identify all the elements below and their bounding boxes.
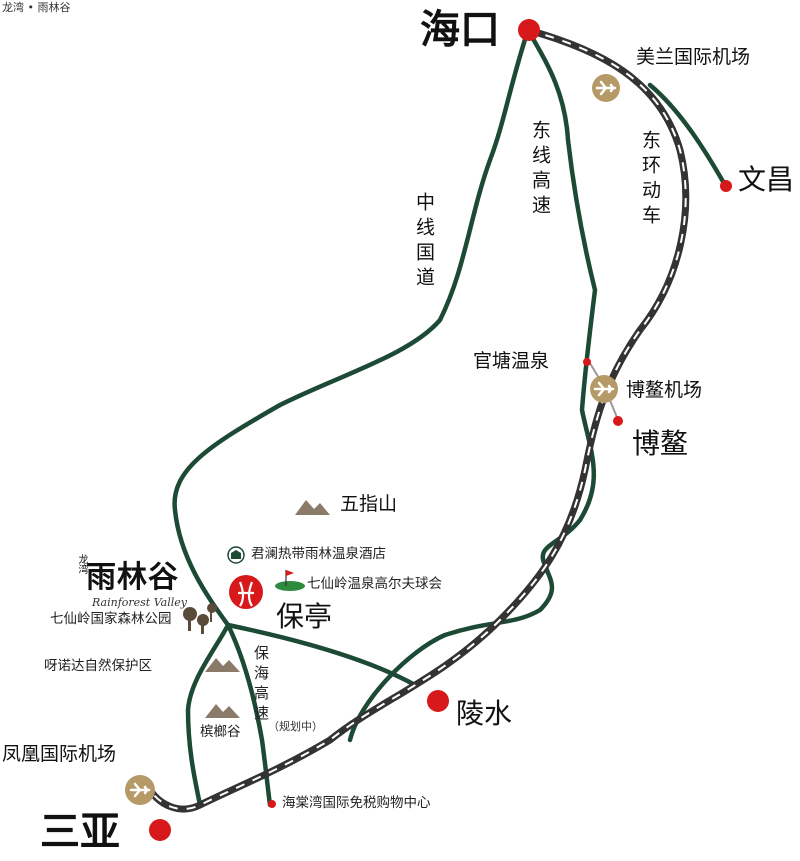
city-wenchang: 文昌 (738, 163, 795, 196)
sanya-dot (149, 819, 171, 841)
forest-park-label: 七仙岭国家森林公园 (50, 611, 172, 627)
yanuoda-label: 呀诺达自然保护区 (44, 658, 152, 674)
airport-phoenix-label: 凤凰国际机场 (2, 743, 117, 765)
logo-main: 雨林谷 (86, 560, 179, 595)
baohai-expressway-line (225, 622, 273, 808)
hotel-icon (227, 546, 245, 564)
city-boao: 博鳌 (632, 427, 689, 460)
binlanggu-label: 槟榔谷 (200, 724, 241, 740)
junlan-hotel-label: 君澜热带雨林温泉酒店 (251, 546, 386, 562)
rainforest-valley-logo: 龙湾 雨林谷 Rainforest Valley (76, 552, 187, 609)
airport-meilan-label: 美兰国际机场 (636, 46, 751, 68)
east-rail-line-dash (149, 29, 687, 810)
city-haikou: 海口 (420, 7, 500, 53)
lingshui-dot (427, 690, 449, 712)
golf-icon (275, 570, 305, 591)
haikou-dot (518, 19, 540, 41)
meilan-airport-icon (592, 74, 620, 102)
wenchang-dot (720, 180, 732, 192)
wuzhishan-label: 五指山 (340, 493, 398, 515)
yanuoda-mountain-icon (205, 658, 240, 672)
east-expressway-label: 东线高速 (529, 120, 551, 220)
central-road-line (172, 27, 531, 808)
phoenix-airport-icon (125, 775, 155, 805)
binlanggu-mountain-icon (205, 704, 240, 718)
forest-tree-icon (183, 603, 217, 634)
guantang-label: 官塘温泉 (473, 350, 550, 372)
east-rail-line (146, 26, 690, 813)
haitang-label: 海棠湾国际免税购物中心 (282, 795, 431, 811)
wenchang-branch-line (647, 82, 728, 188)
city-sanya: 三亚 (40, 809, 120, 855)
central-road-label: 中线国道 (413, 192, 435, 292)
airport-boao-label: 博鳌机场 (626, 379, 703, 401)
baohai-note-label: （规划中） (268, 720, 323, 733)
baohai-expressway-label: 保海高速 (252, 645, 270, 725)
east-rail-label: 东环动车 (639, 130, 661, 230)
header-caption: 龙湾 • 雨林谷 (2, 1, 71, 14)
baoting-label: 保亭 (276, 600, 333, 633)
baoting-lingshui-line (225, 622, 418, 688)
boao-airport-icon (590, 375, 618, 403)
wuzhishan-mountain-icon (295, 500, 330, 515)
boao-dot (613, 416, 623, 426)
golf-label: 七仙岭温泉高尔夫球会 (307, 576, 442, 592)
logo-prefix: 龙湾 (76, 554, 87, 574)
city-lingshui: 陵水 (456, 697, 513, 730)
east-expressway-line (347, 27, 598, 743)
logo-sub: Rainforest Valley (92, 596, 187, 609)
guantang-dot (583, 358, 591, 366)
baoting-resort-icon (229, 575, 263, 609)
haitang-dot (268, 800, 276, 808)
